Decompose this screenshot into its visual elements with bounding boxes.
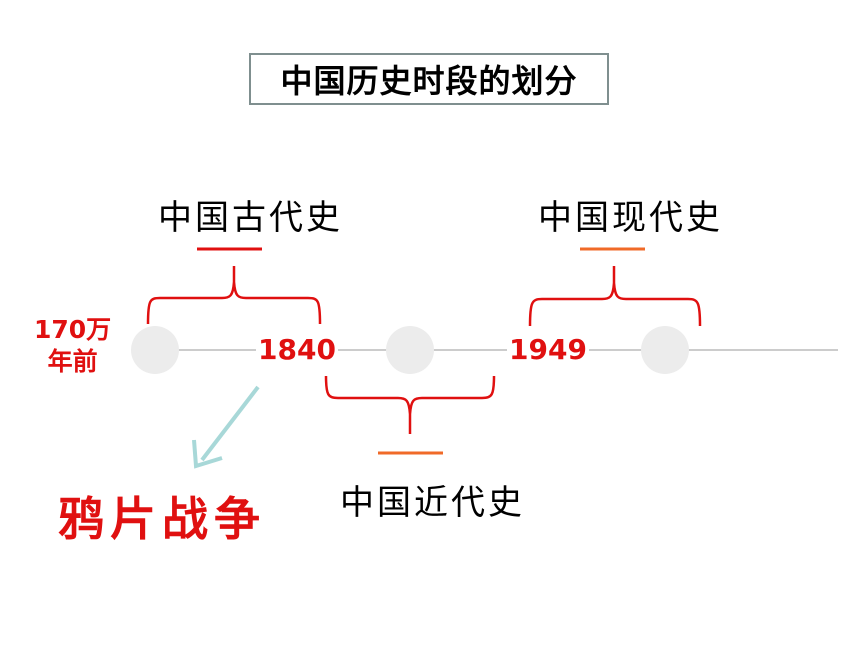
page-title: 中国历史时段的划分 xyxy=(249,53,609,105)
period-modern-label: 中国近代史 xyxy=(340,483,525,523)
contemporary-brace xyxy=(528,266,702,327)
period-contemporary-label: 中国现代史 xyxy=(538,198,723,238)
event-opium-war-label: 鸦片战争 xyxy=(58,492,266,546)
timeline-node-modern xyxy=(386,326,434,374)
timeline-node-contemporary xyxy=(641,326,689,374)
ancient-brace xyxy=(146,266,322,325)
year-1949-label: 1949 xyxy=(507,333,589,366)
timeline-start-label: 170万 年前 xyxy=(34,314,111,378)
event-arrow-head xyxy=(192,439,223,469)
modern-brace xyxy=(324,375,496,434)
event-arrow-shaft xyxy=(200,385,260,462)
timeline-start-line2: 年前 xyxy=(47,347,98,376)
timeline-node-start xyxy=(131,326,179,374)
year-1840-label: 1840 xyxy=(256,333,338,366)
period-ancient-label: 中国古代史 xyxy=(158,198,343,238)
timeline-start-line1: 170万 xyxy=(34,315,112,344)
